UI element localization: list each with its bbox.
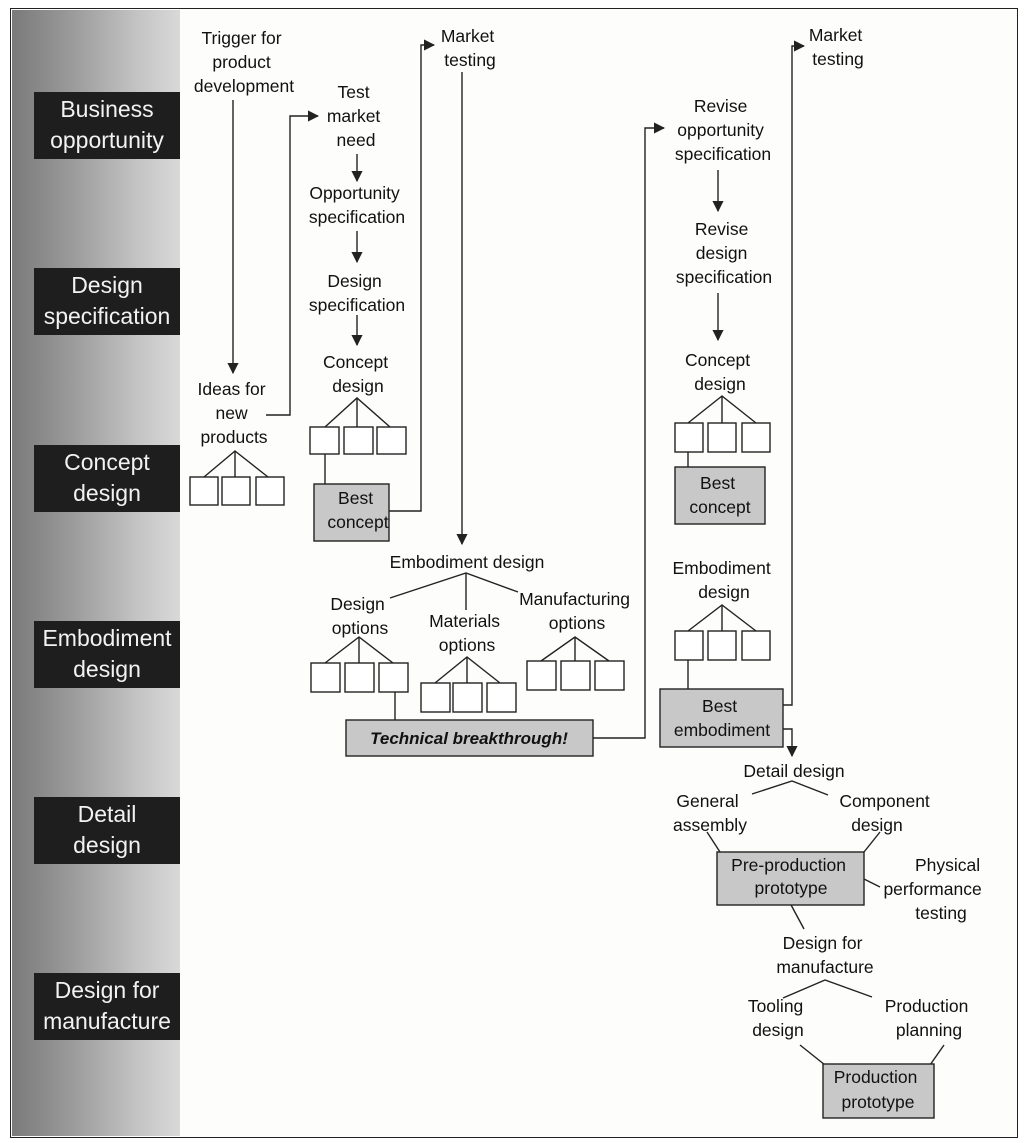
stage-line: Design [71,272,143,298]
ideas-label: Ideas for new products [198,379,271,447]
highlight-boxes [313,466,935,1119]
production-prototype-label: Production prototype [834,1067,923,1112]
general-assembly-label: General assembly [673,791,747,835]
stage-line: Detail [77,801,137,827]
embodiment-design-label: Embodiment design [390,552,545,572]
stage-line: design [73,832,141,858]
stage-line: Concept [64,449,150,475]
pre-production-prototype-label: Pre-production prototype [731,855,851,898]
stage-line: Business [60,96,154,122]
stage-line: design [73,480,141,506]
best-embodiment-label: Best embodiment [674,696,770,740]
option-box [343,426,374,455]
stage-line: Design for [54,977,160,1003]
best-embodiment-box [659,688,784,748]
option-box [376,426,407,455]
option-box [674,630,704,661]
technical-breakthrough-label: Technical breakthrough! [370,729,568,748]
option-box [309,426,340,455]
stage-design-for-manufacture: Design for manufacture [34,973,180,1040]
connectors [203,39,945,1066]
option-boxes [189,422,771,713]
labels: Trigger for product development Ideas fo… [194,25,986,1112]
option-box [707,422,737,453]
option-box [255,476,285,506]
design-options-label: Design options [330,594,389,638]
option-box [221,476,251,506]
option-box [674,422,704,453]
option-box [594,660,625,691]
stage-business-opportunity: Business opportunity [34,92,180,159]
component-design-label: Component design [839,791,934,835]
stage-concept-design: Concept design [34,445,180,512]
production-planning-label: Production planning [885,996,974,1040]
embodiment-design-label: Embodiment design [672,558,775,602]
best-concept-label: Best concept [689,473,750,517]
option-box [560,660,591,691]
technical-breakthrough-box [345,719,594,757]
option-box [310,662,341,693]
tooling-design-label: Tooling design [748,996,808,1040]
materials-options-label: Materials options [429,611,505,655]
option-box [189,476,219,506]
manufacturing-options-label: Manufacturing options [519,589,635,633]
detail-design-label: Detail design [743,761,844,781]
test-market-need-label: Test market need [327,82,385,150]
stage-detail-design: Detail design [34,797,180,864]
design-for-manufacture-label: Design for manufacture [776,933,873,977]
option-box [420,682,451,713]
option-box [526,660,557,691]
option-box [707,630,737,661]
concept-design-label: Concept design [323,352,393,396]
best-concept-box [313,483,390,542]
revise-design-label: Revise design specification [676,219,772,287]
option-box [741,422,771,453]
pre-production-prototype-box [716,851,865,906]
stage-line: Embodiment [42,625,172,651]
stage-design-specification: Design specification [34,268,180,335]
option-box [741,630,771,661]
option-box [378,662,409,693]
stage-line: design [73,656,141,682]
option-box [344,662,375,693]
stage-sidebar: Business opportunity Design specificatio… [12,10,180,1136]
stage-embodiment-design: Embodiment design [34,621,180,688]
best-concept-label: Best concept [327,488,388,532]
market-testing-label: Market testing [441,26,499,70]
stage-line: opportunity [50,127,164,153]
stage-line: specification [43,303,171,329]
opportunity-spec-label: Opportunity specification [309,183,405,227]
best-concept-box [674,466,766,525]
market-testing-label: Market testing [809,25,867,69]
trigger-label: Trigger for product development [194,28,294,96]
production-prototype-box [822,1063,935,1119]
option-box [452,682,483,713]
stage-line: manufacture [43,1008,171,1034]
design-spec-label: Design specification [309,271,405,315]
concept-design-label: Concept design [685,350,755,394]
revise-opportunity-label: Revise opportunity specification [675,96,771,164]
option-box [486,682,517,713]
physical-performance-testing-label: Physical performance testing [883,855,986,923]
